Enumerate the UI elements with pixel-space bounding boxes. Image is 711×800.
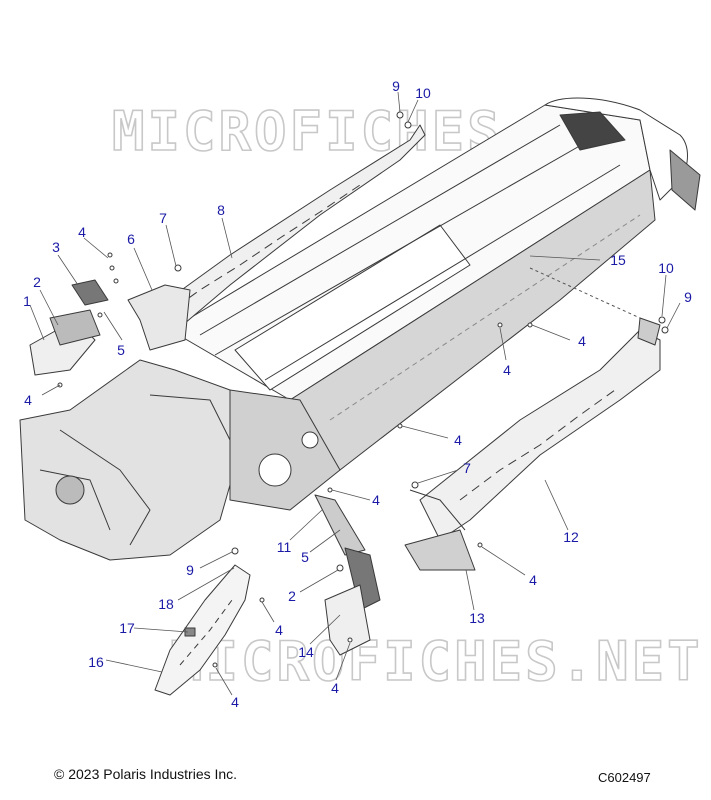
watermark-bottom: MICROFICHES.NET xyxy=(170,630,703,693)
callout-5-left: 5 xyxy=(117,342,125,358)
callout-13: 13 xyxy=(469,610,485,626)
left-bracket xyxy=(71,279,109,306)
callout-7-left: 7 xyxy=(159,210,167,226)
left-footrest xyxy=(127,284,191,351)
callout-4-center-lower: 4 xyxy=(372,492,380,508)
callout-17: 17 xyxy=(119,620,135,636)
right-toe-guard xyxy=(324,584,371,656)
callout-18: 18 xyxy=(158,596,174,612)
callout-4-mid: 4 xyxy=(503,362,511,378)
copyright-notice: © 2023 Polaris Industries Inc. xyxy=(54,766,238,782)
callout-10-top: 10 xyxy=(415,85,431,101)
callout-4-bottom-left: 4 xyxy=(231,694,239,710)
callout-10-right: 10 xyxy=(658,260,674,276)
figure-code: C602497 xyxy=(598,770,651,785)
callout-4-bottom-center: 4 xyxy=(331,680,339,696)
callout-4-lower-center: 4 xyxy=(275,622,283,638)
callout-1: 1 xyxy=(23,293,31,309)
callout-3: 3 xyxy=(52,239,60,255)
callout-9-right: 9 xyxy=(684,289,692,305)
callout-11: 11 xyxy=(276,539,292,555)
callout-4-center: 4 xyxy=(454,432,462,448)
callout-9-bottom: 9 xyxy=(186,562,194,578)
callout-2-center: 2 xyxy=(288,588,296,604)
callout-2-left: 2 xyxy=(33,274,41,290)
callout-4-left: 4 xyxy=(24,392,32,408)
front-side-plate xyxy=(229,389,341,511)
left-lower-rail xyxy=(154,564,251,696)
callout-4-right-lower: 4 xyxy=(529,572,537,588)
callout-5-center: 5 xyxy=(301,549,309,565)
callout-12: 12 xyxy=(563,529,579,545)
left-running-board xyxy=(139,124,426,341)
callout-4-upper-left: 4 xyxy=(78,224,86,240)
tunnel-center-panel xyxy=(234,224,471,391)
front-bulkhead xyxy=(19,359,241,561)
lower-bracket xyxy=(314,494,366,556)
callout-16: 16 xyxy=(88,654,104,670)
callout-14: 14 xyxy=(298,644,314,660)
rear-flap xyxy=(669,149,701,211)
right-footrest xyxy=(404,529,476,571)
right-running-board xyxy=(419,329,661,541)
callout-7-right: 7 xyxy=(463,460,471,476)
callout-8: 8 xyxy=(217,202,225,218)
callout-15: 15 xyxy=(610,252,626,268)
callout-4-right-upper: 4 xyxy=(578,333,586,349)
callout-6: 6 xyxy=(127,231,135,247)
callout-9-top: 9 xyxy=(392,78,400,94)
